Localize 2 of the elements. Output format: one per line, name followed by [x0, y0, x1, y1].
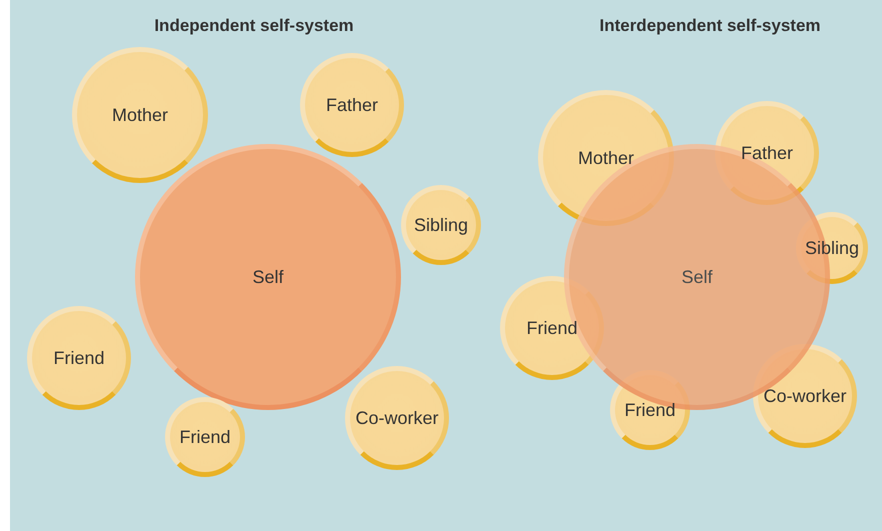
panel-title: Interdependent self-system [599, 16, 821, 36]
panel-title: Independent self-system [154, 16, 354, 36]
